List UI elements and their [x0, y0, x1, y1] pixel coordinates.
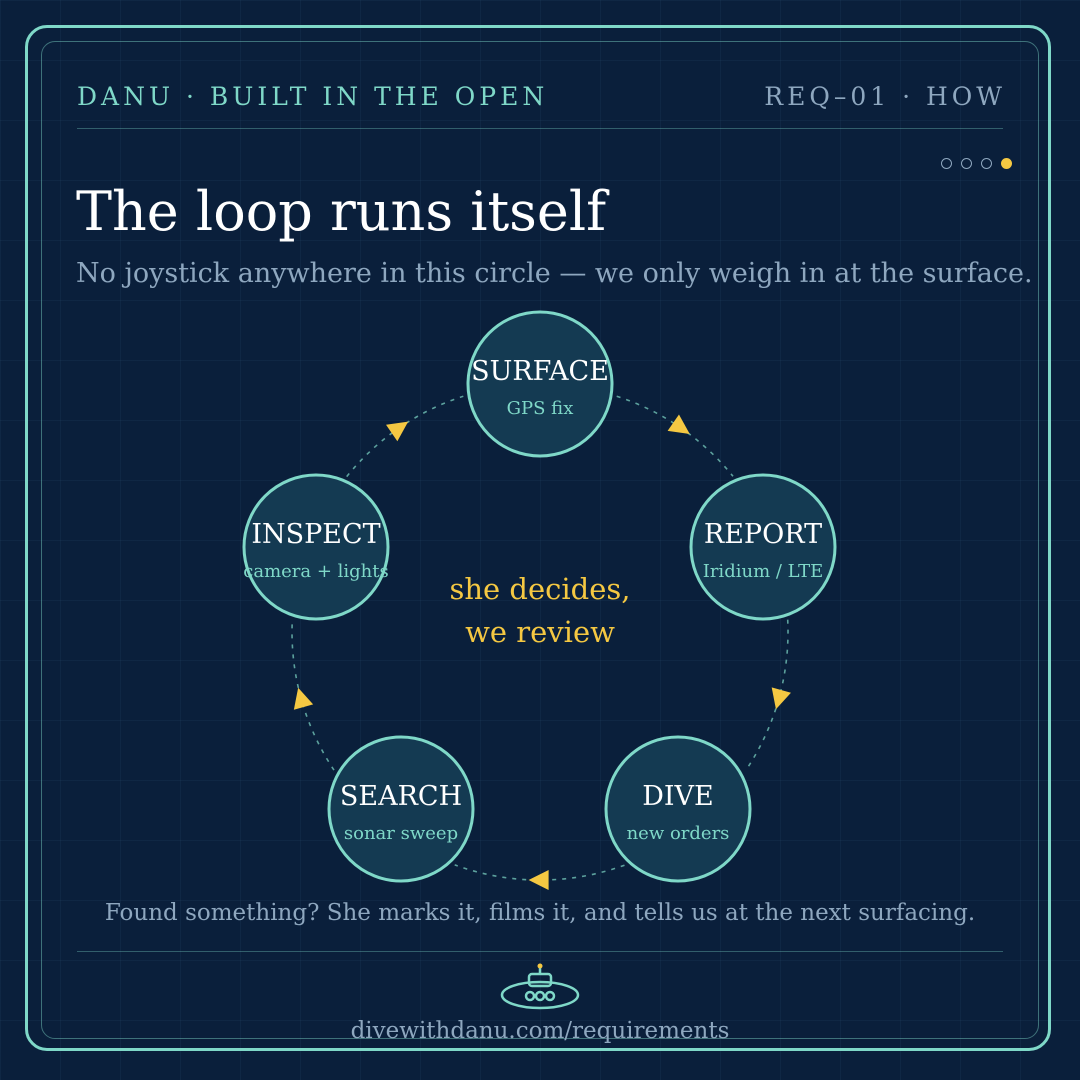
loop-arrows [293, 414, 791, 891]
page-dot [941, 158, 952, 169]
page-dot-active [1001, 158, 1012, 169]
direction-arrow-icon [771, 687, 791, 710]
center-caption-line: we review [465, 615, 615, 649]
loop-connector [346, 395, 464, 478]
outer-frame [25, 25, 1051, 1051]
node-circle [604, 735, 752, 883]
direction-arrow-icon [667, 414, 690, 435]
header-divider [77, 128, 1003, 129]
node-title: REPORT [704, 519, 822, 550]
loop-connector [291, 620, 335, 771]
submarine-icon [500, 963, 580, 1010]
footnote: Found something? She marks it, films it,… [104, 900, 976, 926]
node-surface: SURFACE GPS fix [466, 310, 614, 458]
center-caption: she decides, we review [390, 568, 690, 654]
node-circle [327, 735, 475, 883]
node-title: DIVE [642, 781, 714, 812]
node-circle [466, 310, 614, 458]
node-title: SEARCH [340, 781, 462, 812]
footer-divider [77, 951, 1003, 952]
page-dot [961, 158, 972, 169]
page-dot [981, 158, 992, 169]
direction-arrow-icon [293, 687, 314, 710]
direction-arrow-icon [386, 421, 409, 442]
loop-connector [616, 395, 734, 477]
node-report: REPORT Iridium / LTE [689, 473, 837, 621]
brand-header: DANU · BUILT IN THE OPEN [77, 82, 549, 111]
node-title: SURFACE [471, 356, 609, 387]
website-link[interactable]: divewithdanu.com/requirements [350, 1018, 730, 1044]
node-subtitle: sonar sweep [344, 823, 458, 844]
direction-arrow-icon [528, 870, 549, 891]
node-subtitle: camera + lights [243, 561, 389, 582]
node-circle [689, 473, 837, 621]
page-subtitle: No joystick anywhere in this circle — we… [76, 258, 1033, 289]
center-caption-line: she decides, [449, 572, 631, 606]
loop-nodes: SURFACE GPS fix REPORT Iridium / LTE DIV… [242, 310, 837, 883]
loop-connector [454, 864, 625, 881]
requirement-tag: REQ–01 · HOW [764, 82, 1006, 111]
node-circle [242, 473, 390, 621]
node-search: SEARCH sonar sweep [327, 735, 475, 883]
node-subtitle: Iridium / LTE [703, 561, 824, 582]
node-title: INSPECT [251, 519, 380, 550]
node-subtitle: GPS fix [507, 398, 574, 419]
page-title: The loop runs itself [76, 180, 607, 243]
pagination-dots [941, 158, 1012, 169]
loop-connector [744, 619, 789, 772]
node-dive: DIVE new orders [604, 735, 752, 883]
node-subtitle: new orders [627, 823, 730, 844]
node-inspect: INSPECT camera + lights [242, 473, 390, 621]
inner-frame [41, 41, 1039, 1039]
